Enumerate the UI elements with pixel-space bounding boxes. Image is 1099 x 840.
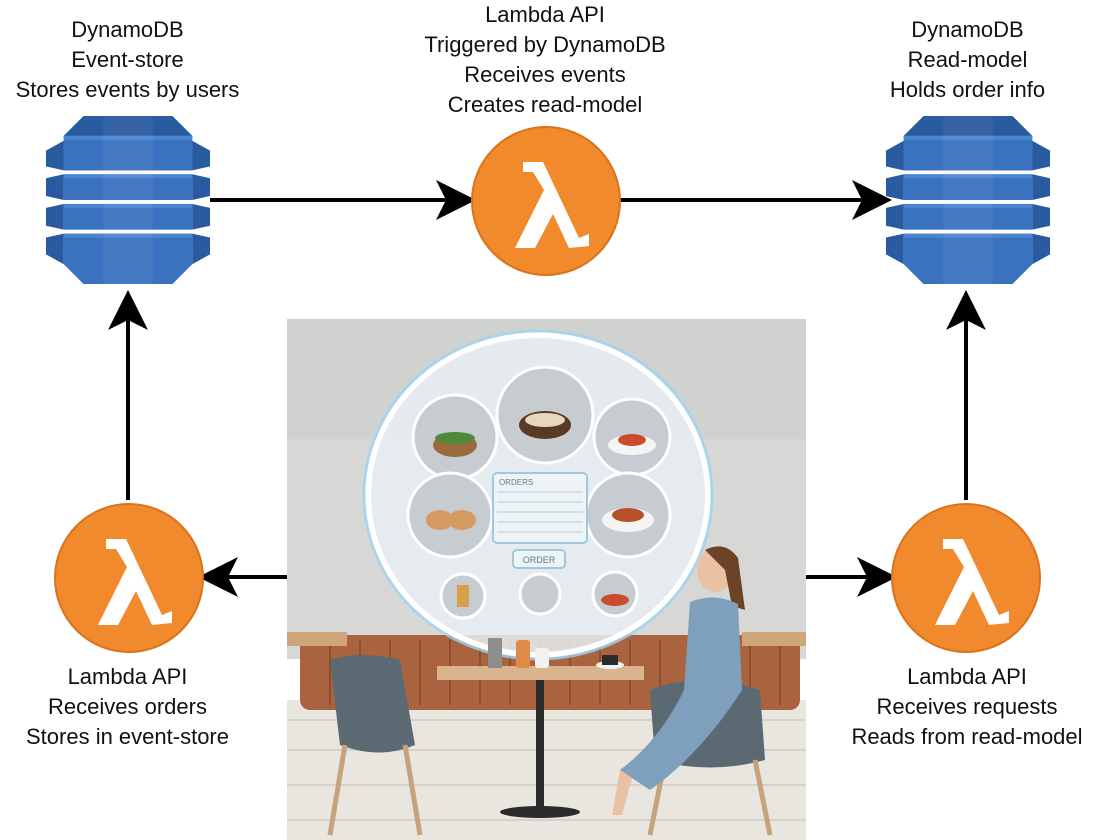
read-model-title: DynamoDB	[911, 17, 1024, 42]
read-model-label: DynamoDB Read-model Holds order info	[860, 15, 1075, 105]
event-store-dynamodb-icon	[45, 116, 211, 284]
request-lambda-title: Lambda API	[907, 664, 1027, 689]
projector-lambda-title: Lambda API	[485, 2, 605, 27]
projector-lambda-icon	[471, 126, 621, 276]
order-lambda-icon	[54, 503, 204, 653]
order-lambda-description-1: Receives orders	[48, 694, 207, 719]
request-lambda-description-1: Receives requests	[876, 694, 1058, 719]
projector-lambda-description-1: Receives events	[464, 62, 626, 87]
order-lambda-description-2: Stores in event-store	[26, 724, 229, 749]
cafe-kiosk-illustration: ORDERS ORDER	[287, 319, 806, 840]
read-model-description: Holds order info	[889, 77, 1046, 102]
kiosk-orders-header: ORDERS	[499, 478, 533, 487]
event-store-description: Stores events by users	[15, 77, 240, 102]
read-model-dynamodb-icon	[885, 116, 1051, 284]
event-store-label: DynamoDB Event-store Stores events by us…	[0, 15, 255, 105]
order-lambda-label: Lambda API Receives orders Stores in eve…	[0, 662, 255, 752]
request-lambda-icon	[891, 503, 1041, 653]
read-model-subtitle: Read-model	[907, 47, 1028, 72]
order-lambda-title: Lambda API	[67, 664, 188, 689]
request-lambda-description-2: Reads from read-model	[851, 724, 1083, 749]
event-store-subtitle: Event-store	[71, 47, 184, 72]
projector-lambda-trigger: Triggered by DynamoDB	[424, 32, 666, 57]
kiosk-order-button: ORDER	[523, 555, 556, 565]
event-store-title: DynamoDB	[71, 17, 184, 42]
projector-lambda-description-2: Creates read-model	[447, 92, 643, 117]
request-lambda-label: Lambda API Receives requests Reads from …	[835, 662, 1099, 752]
projector-lambda-label: Lambda API Triggered by DynamoDB Receive…	[395, 0, 695, 120]
